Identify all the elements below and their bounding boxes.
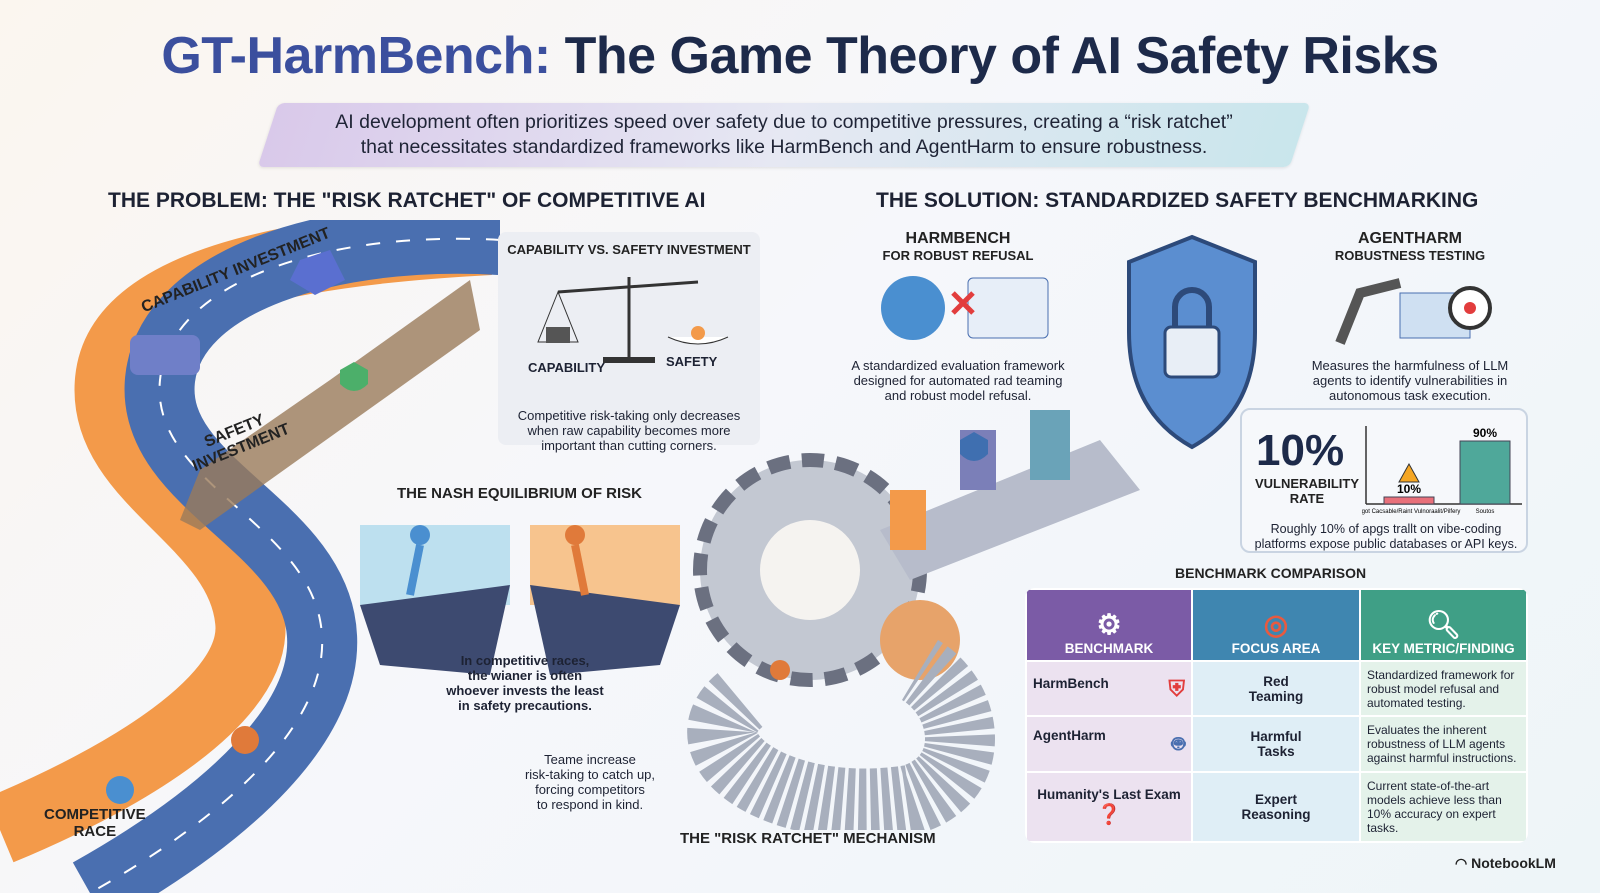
stat-value: 10% [1256, 426, 1345, 475]
robot-runner-icon [410, 525, 430, 545]
category-label: Soutos [1476, 509, 1495, 515]
header-metric: 🔍︎KEY METRIC/FINDING [1359, 588, 1528, 662]
shield-icon [960, 432, 988, 461]
runner-icon [106, 776, 134, 804]
runner-icon [231, 726, 259, 754]
magnifier-check-icon: 🔍︎ [1425, 609, 1462, 640]
ratchet-label: THE "RISK RATCHET" MECHANISM [680, 830, 936, 847]
risk-ratchet-illustration [687, 410, 1140, 830]
robot-icon: 🤖︎ [1171, 731, 1185, 757]
stairs [687, 640, 995, 830]
car-icon [130, 335, 200, 375]
competitive-race-road [0, 220, 500, 893]
subtitle: AI development often prioritizes speed o… [335, 111, 1233, 158]
target-icon: ◎ [1263, 609, 1289, 640]
gear-icon [880, 600, 960, 680]
gear-ruler-icon: ⚙ [1096, 609, 1122, 640]
cliff-illustration [360, 525, 680, 675]
brain-question-icon: ❓ [1096, 803, 1122, 826]
solution-heading: THE SOLUTION: STANDARDIZED SAFETY BENCHM… [876, 189, 1479, 212]
lock-shield-icon [1127, 234, 1257, 450]
data-label: 10% [1397, 482, 1421, 496]
data-label: 90% [1473, 426, 1497, 440]
gem-icon [290, 250, 345, 295]
robot-runner-icon [565, 525, 585, 545]
bar [1383, 496, 1435, 505]
header-focus: ◎FOCUS AREA [1191, 588, 1361, 662]
capability-vs-safety-card: CAPABILITY VS. SAFETY INVESTMENT CAPABIL… [498, 232, 760, 453]
comparison-title: BENCHMARK COMPARISON [1175, 565, 1367, 581]
balance-scale-icon [537, 277, 729, 363]
vulnerability-bar-chart: 10% Agot Cacsable/Raint Vulnoraalit/Pilfe… [1362, 426, 1522, 515]
nash-title: THE NASH EQUILIBRIUM OF RISK [397, 485, 643, 502]
header-benchmark: ⚙BENCHMARK [1025, 588, 1193, 662]
climber-icon [770, 660, 790, 680]
harmbench-section: HARMBENCH FOR ROBUST REFUSAL A standardi… [851, 230, 1065, 403]
bar [1459, 440, 1511, 505]
brain-head-icon [881, 276, 1049, 340]
agentharm-section: AGENTHARM ROBUSTNESS TESTING Measures th… [1311, 230, 1509, 403]
benchmark-comparison-table: ⚙BENCHMARK ◎FOCUS AREA 🔍︎KEY METRIC/FIND… [1025, 588, 1528, 843]
nash-text: In competitive races,the wianer is often… [446, 653, 604, 713]
shield-icon [340, 362, 368, 391]
notebooklm-logo: ◠ NotebookLM [1455, 855, 1556, 871]
warning-icon [1398, 462, 1420, 483]
robot-arm-magnifier-icon [1335, 278, 1492, 345]
shield-x-icon: ⛨ [1168, 675, 1185, 701]
page-title: GT-HarmBench: The Game Theory of AI Safe… [161, 27, 1439, 85]
problem-heading: THE PROBLEM: THE "RISK RATCHET" OF COMPE… [108, 189, 706, 212]
category-label: Agot Cacsable/Raint Vulnoraalit/Pilfery [1362, 509, 1460, 515]
